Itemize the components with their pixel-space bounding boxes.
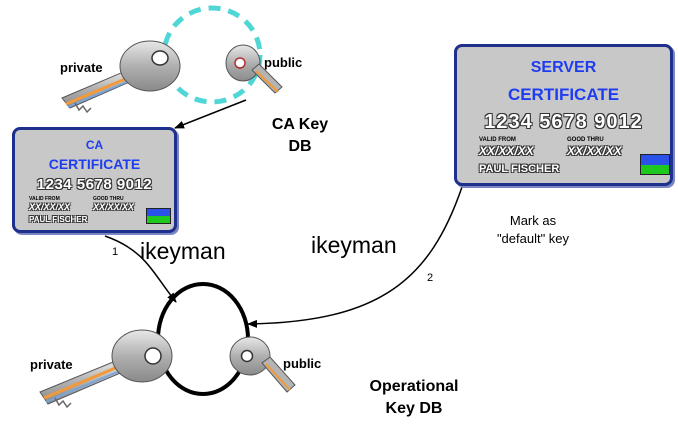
arrow-step2-server-to-operational <box>247 186 463 328</box>
ca-cert-valid-from-label: VALID FROM <box>29 196 60 202</box>
ca-cert-valid-from: XX/XX/XX <box>29 202 71 212</box>
operational-key-db-label: Operational Key DB <box>352 376 476 420</box>
server-cert-good-thru: XX/XX/XX <box>567 144 622 158</box>
server-cert-valid-from-label: VALID FROM <box>479 137 516 143</box>
server-cert-chip-icon <box>640 154 670 175</box>
step1-number: 1 <box>112 246 119 258</box>
ca-cert-number: 1234 5678 9012 <box>36 176 153 193</box>
top-private-key-icon <box>61 40 181 114</box>
operational-key-db-line2: Key DB <box>385 400 443 417</box>
server-certificate-card: SERVER CERTIFICATE 1234 5678 9012 VALID … <box>454 44 673 186</box>
step1-tool-label: ikeyman <box>140 238 226 264</box>
server-cert-title-line1: SERVER <box>530 59 597 76</box>
ca-key-db-line1: CA Key <box>271 116 329 133</box>
ca-key-db-line2: DB <box>288 138 312 155</box>
operational-key-db-line1: Operational <box>369 378 459 395</box>
ca-certificate-card: CA CERTIFICATE 1234 5678 9012 VALID FROM… <box>12 127 177 233</box>
step2-tool-label: ikeyman <box>311 232 397 258</box>
mark-default-line1: Mark as <box>509 213 557 228</box>
bottom-public-key-icon <box>229 336 296 393</box>
arrow-step1-ca-to-operational <box>104 235 177 303</box>
step2-number: 2 <box>427 272 434 284</box>
ca-key-db-label: CA Key DB <box>258 114 342 158</box>
mark-default-line2: "default" key <box>496 231 570 246</box>
bottom-private-key-icon <box>39 329 173 409</box>
top-public-key-icon <box>225 44 283 94</box>
ca-cert-title-line2: CERTIFICATE <box>48 156 141 172</box>
ca-cert-chip-icon <box>146 208 171 224</box>
server-cert-title-line2: CERTIFICATE <box>507 85 620 104</box>
top-public-key-label: public <box>264 55 303 70</box>
ca-cert-title-line1: CA <box>85 138 104 152</box>
bottom-private-key-label: private <box>30 357 73 372</box>
server-cert-valid-from: XX/XX/XX <box>479 144 534 158</box>
ca-cert-good-thru: XX/XX/XX <box>93 202 135 212</box>
server-cert-holder: PAUL FISCHER <box>479 163 560 175</box>
server-cert-number: 1234 5678 9012 <box>484 111 643 133</box>
arrow-public-key-to-ca-cert <box>174 99 247 129</box>
ca-cert-holder: PAUL FISCHER <box>29 215 88 224</box>
bottom-public-key-label: public <box>283 356 322 371</box>
server-cert-good-thru-label: GOOD THRU <box>567 137 604 143</box>
top-private-key-label: private <box>60 60 103 75</box>
operational-key-db-ring <box>156 282 250 396</box>
mark-default-label: Mark as "default" key <box>478 212 588 248</box>
ca-cert-good-thru-label: GOOD THRU <box>93 196 124 202</box>
